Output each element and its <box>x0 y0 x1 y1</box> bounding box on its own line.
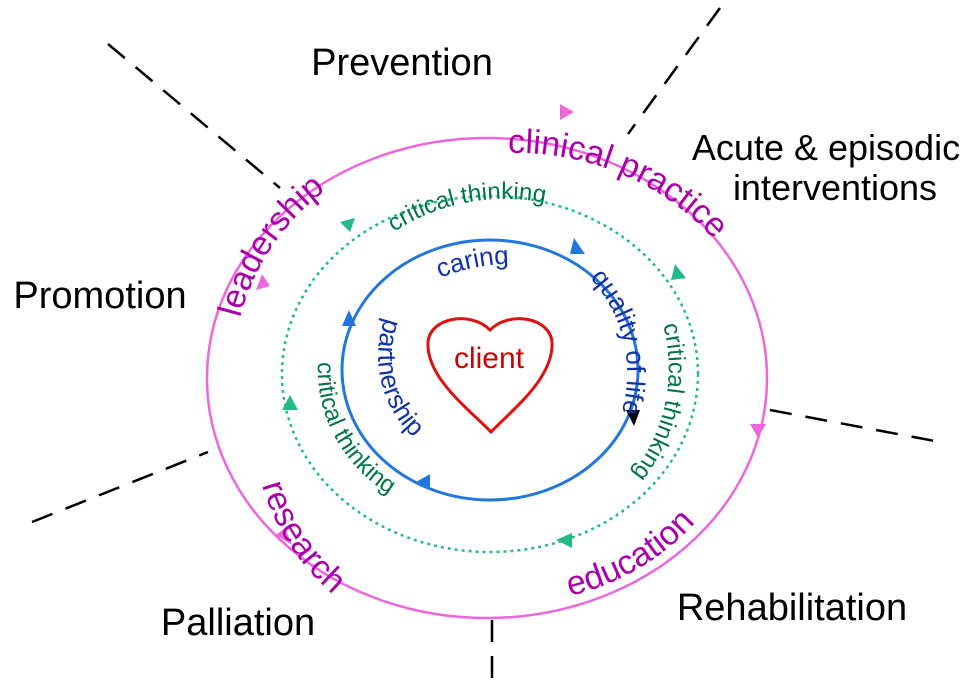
outer-ring <box>205 136 769 620</box>
outer-arrow-left <box>256 274 270 290</box>
middle-arrow-bottom <box>556 533 572 548</box>
inner-arrow-left <box>342 310 356 326</box>
divider-top-left <box>107 43 281 189</box>
divider-left <box>31 450 209 524</box>
inner-arrow-bottom <box>416 474 430 490</box>
client-heart-icon <box>426 317 554 435</box>
sector-prevention: Prevention <box>311 42 493 84</box>
middle-arrow-left <box>282 395 298 410</box>
inner-arrow-top <box>570 238 585 254</box>
sector-rehabilitation: Rehabilitation <box>677 587 907 629</box>
outer-arrow-bottom-left <box>276 528 292 545</box>
divider-top-right <box>626 7 722 135</box>
inner-partnership-path: partnership <box>372 316 431 442</box>
middle-text-top: critical thinking <box>383 178 549 237</box>
divider-right <box>769 408 941 444</box>
middle-top-path: critical thinking <box>383 178 549 237</box>
sector-promotion: Promotion <box>13 275 186 317</box>
middle-ring <box>280 194 700 554</box>
sector-dividers <box>31 7 941 692</box>
outer-arrow-right <box>750 424 766 438</box>
inner-ring <box>340 238 640 502</box>
sector-acute-line2: interventions <box>733 167 937 208</box>
middle-arrow-right <box>671 264 686 280</box>
inner-text-partnership: partnership <box>372 316 431 442</box>
center-client-label: client <box>454 342 525 375</box>
sector-palliation: Palliation <box>161 602 315 644</box>
outer-arrow-top <box>560 104 574 120</box>
outer-text-leadership: leadership <box>211 167 331 320</box>
inner-text-quality-of-life: quality of life <box>585 262 651 418</box>
sector-acute-line1: Acute & episodic <box>692 127 960 168</box>
inner-quality-of-life-path: quality of life <box>585 262 651 418</box>
middle-arrow-top-left <box>340 218 355 232</box>
outer-ring-arrows <box>256 104 766 545</box>
inner-ring-arrows <box>342 238 640 490</box>
outer-leadership-path: leadership <box>211 167 331 320</box>
inner-arrow-right <box>626 410 640 426</box>
middle-ring-arrows <box>282 218 686 548</box>
